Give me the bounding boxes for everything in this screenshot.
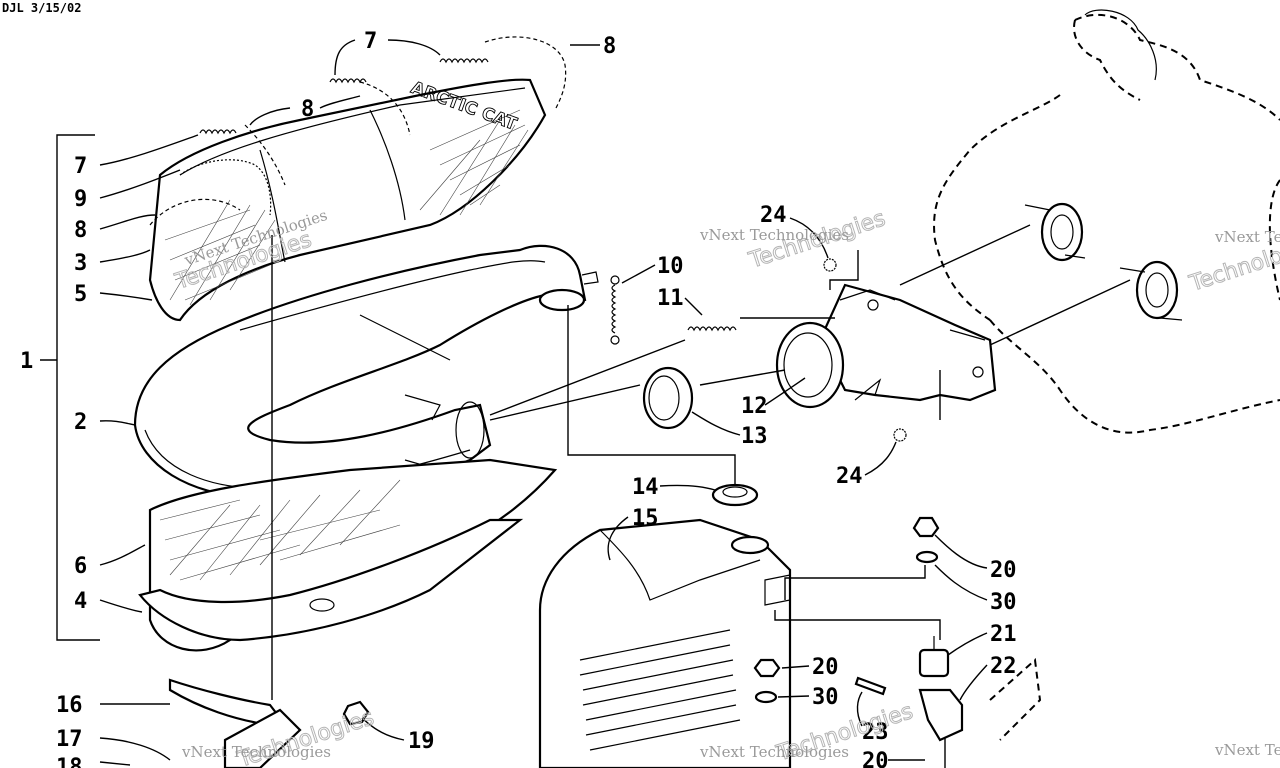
washer-30-mid [754, 690, 778, 704]
callout-8: 8 [603, 34, 616, 59]
lock-washer-24-bottom [893, 428, 907, 442]
engine-outline [933, 9, 1280, 434]
watermark-small: vNext Technologies [1214, 228, 1280, 246]
callout-19: 19 [408, 729, 435, 754]
lock-washer-24-top [823, 258, 837, 272]
exhaust-manifold [775, 283, 997, 409]
callout-22: 22 [990, 654, 1017, 679]
upper-heat-shield: ARCTIC CAT [148, 78, 547, 322]
callout-1: 1 [20, 349, 33, 374]
callout-20: 20 [812, 655, 839, 680]
callout-12: 12 [741, 394, 768, 419]
watermark-small: vNext Technologies [699, 743, 849, 761]
callout-8: 8 [301, 97, 314, 122]
mount-bracket-22 [918, 688, 964, 742]
callout-13: 13 [741, 424, 768, 449]
lower-heat-shield [138, 458, 558, 652]
callout-9: 9 [74, 187, 87, 212]
callout-labels: 7 8 8 7 9 8 3 5 1 2 6 4 16 17 18 19 10 1… [20, 29, 1017, 768]
washer-30-top [915, 550, 939, 564]
nut-20-mid [753, 658, 781, 678]
callout-20: 20 [990, 558, 1017, 583]
muffler [538, 518, 792, 768]
callout-11: 11 [657, 286, 684, 311]
watermark-small: vNext Technologies [181, 743, 331, 761]
manifold-gasket-right [1119, 260, 1183, 321]
spring-11 [687, 326, 737, 332]
bracket-17 [223, 708, 302, 768]
rubber-mount-21 [918, 636, 950, 678]
callout-16: 16 [56, 693, 83, 718]
leader-lines [40, 39, 988, 766]
callout-17: 17 [56, 727, 83, 752]
callout-24: 24 [760, 203, 787, 228]
callout-5: 5 [74, 282, 87, 307]
callout-21: 21 [990, 622, 1017, 647]
callout-24: 24 [836, 464, 863, 489]
callout-18: 18 [56, 755, 83, 768]
watermark-small: vNext Technologies [699, 226, 849, 244]
spring-10 [610, 275, 620, 345]
callout-10: 10 [657, 254, 684, 279]
callout-20: 20 [862, 749, 889, 768]
callout-8: 8 [74, 218, 87, 243]
callout-4: 4 [74, 589, 87, 614]
callout-2: 2 [74, 410, 87, 435]
callout-7: 7 [364, 29, 377, 54]
nut-20-top [912, 516, 940, 538]
grommet-14 [711, 483, 759, 507]
drawing-code: DJL 3/15/02 [2, 1, 81, 15]
expansion-chamber [133, 244, 587, 499]
manifold-gasket-left [1024, 202, 1086, 262]
callout-15: 15 [632, 506, 659, 531]
callout-14: 14 [632, 475, 659, 500]
callout-23: 23 [862, 720, 889, 745]
gasket-13 [642, 366, 694, 430]
callout-30: 30 [812, 685, 839, 710]
spring-9 [179, 159, 272, 216]
chain-8 [149, 36, 567, 226]
assembly-bracket [56, 134, 100, 641]
bolt-23 [854, 676, 887, 696]
callout-30: 30 [990, 590, 1017, 615]
callout-3: 3 [74, 251, 87, 276]
callout-6: 6 [74, 554, 87, 579]
watermark-small: vNext Technologies [1214, 741, 1280, 759]
callout-7: 7 [74, 154, 87, 179]
